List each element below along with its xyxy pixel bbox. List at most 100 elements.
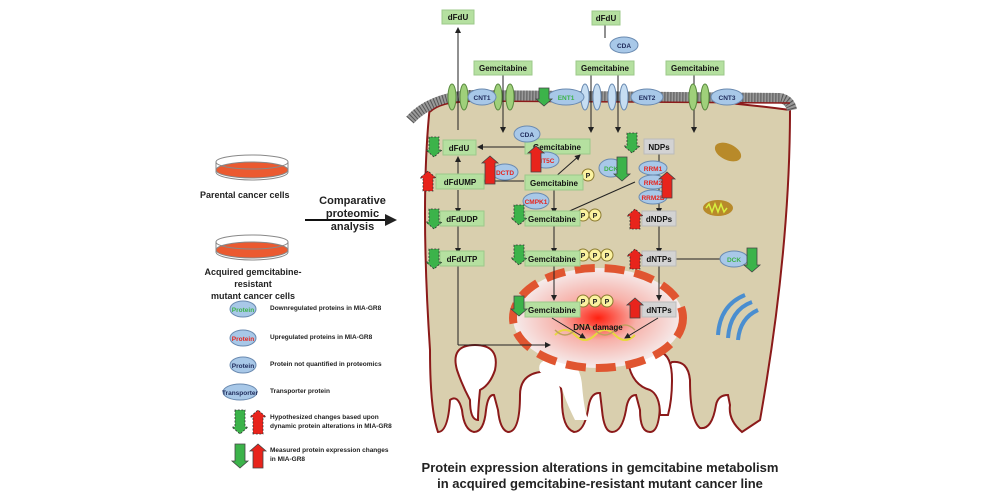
measured-line2: in MIA-GR8 [270,456,306,463]
legend-symbol-down: Protein [232,307,254,314]
comparative-label: Comparative proteomic analysis [305,195,400,234]
dndps-box: dNDPs [646,215,673,224]
enzyme-rrm2b: RRM2B [641,195,664,202]
up-arrow-dfdump [418,170,438,192]
gemcitabine-mp-box: Gemcitabine [530,179,579,188]
phosphate-label: P [581,253,586,260]
down-arrow-gem-dp [509,204,529,226]
nucleus [509,264,687,372]
up-arrow-dndps [625,208,645,230]
enzyme-cda: CDA [520,132,534,139]
enzyme-cda-outside: CDA [617,43,631,50]
dna-damage-label: DNA damage [573,323,623,332]
dfdudp-box: dFdUDP [446,215,478,224]
comparative-line2: proteomic analysis [325,208,380,233]
parental-dish [215,154,289,181]
dfdu-box: dFdU [449,144,470,153]
ndps-box: NDPs [648,143,670,152]
gemcitabine-dp-box: Gemcitabine [528,215,577,224]
gemcitabine-box: Gemcitabine [533,143,582,152]
legend-text-up: Upregulated proteins in MIA-GR8 [270,334,373,341]
legend-symbol-nq: Protein [232,363,254,370]
up-arrow-dntps [625,248,645,270]
enzyme-dck-inhibited: DCK [727,257,741,264]
enzyme-dck: DCK [604,166,618,173]
down-arrow-dfdu [424,136,444,158]
legend-symbol-transporter: Transporter [222,390,259,397]
legend-hypothesized-up [248,409,268,435]
dfdutp-box: dFdUTP [447,255,478,264]
phosphate-label: P [581,213,586,220]
legend-text-measured: Measured protein expression changes in M… [270,446,388,464]
legend-text-nq: Protein not quantified in proteomics [270,361,382,368]
cell-body [424,95,792,434]
phosphate-label: P [605,253,610,260]
hypothesized-line1: Hypothesized changes based upon [270,414,379,421]
transporter-cnt3: CNT3 [719,95,736,102]
outside-gemcitabine-1: Gemcitabine [479,64,528,73]
mitochondria [703,142,742,216]
down-arrow-gem-top [622,132,642,154]
protein-shapes [467,36,749,268]
outside-dfdu-left: dFdU [448,13,469,22]
dfdump-box: dFdUMP [444,178,477,187]
transporter-ent1: ENT1 [558,95,575,102]
figure-title: Protein expression alterations in gemcit… [380,460,820,492]
title-line1: Protein expression alterations in gemcit… [421,460,779,475]
enzyme-cmpk1: CMPK1 [525,199,548,206]
legend-symbol-up: Protein [232,336,254,343]
dntps-box: dNTPs [646,255,672,264]
comparative-line1: Comparative [319,195,386,207]
legend-text-down: Downregulated proteins in MIA-GR8 [270,305,382,312]
up-arrow-dctd [480,155,500,185]
down-arrow-gem-nucleus [509,295,529,317]
enzyme-rrm2: RRM2 [644,180,663,187]
phosphate-label: P [581,299,586,306]
resistant-label: Acquired gemcitabine-resistant mutant ca… [188,266,318,302]
legend-symbols [222,300,258,401]
transporter-ent2: ENT2 [639,95,656,102]
enzyme-rrm1: RRM1 [644,166,663,173]
phosphate-label: P [593,299,598,306]
measured-line1: Measured protein expression changes [270,447,389,454]
gemcitabine-nucleus-box: Gemcitabine [528,306,577,315]
legend-text-hypothesized: Hypothesized changes based upon dynamic … [270,413,392,431]
legend-measured-down [230,443,250,469]
down-arrow-dfdudp [424,208,444,230]
outside-gemcitabine-3: Gemcitabine [671,64,720,73]
phosphate-label: P [593,253,598,260]
ent-channels [580,83,629,111]
expression-arrows [230,87,762,469]
nucleotide-boxes [641,138,677,318]
up-arrow-nt5c [526,145,546,173]
resistant-label-line1: Acquired gemcitabine-resistant [204,267,302,289]
legend-text-transporter: Transporter protein [270,388,330,395]
outside-dfdu-right: dFdU [596,14,617,23]
phosphate-label: P [605,299,610,306]
up-arrow-dntps-nucleus [625,297,645,319]
phosphate-groups [576,168,614,308]
golgi-apparatus [716,293,759,341]
legend-measured-up [248,443,268,469]
title-line2: in acquired gemcitabine-resistant mutant… [437,476,763,491]
outside-gemcitabine-2: Gemcitabine [581,64,630,73]
hypothesized-line2: dynamic protein alterations in MIA-GR8 [270,423,392,430]
resistant-dish [215,234,289,261]
down-arrow-dck [612,156,632,182]
legend-hypothesized-down [230,409,250,435]
enzyme-dctd: DCTD [496,170,514,177]
down-arrow-ent1 [534,87,554,107]
down-arrow-dfdutp [424,248,444,270]
down-arrow-gem-tp [509,244,529,266]
down-arrow-dck-inhibited [742,247,762,273]
resistant-label-line2: mutant cancer cells [210,291,296,301]
transporter-cnt1: CNT1 [474,95,491,102]
gemcitabine-tp-box: Gemcitabine [528,255,577,264]
pathway-arrows [455,19,742,348]
phosphate-label: P [586,173,591,180]
phosphate-label: P [593,213,598,220]
up-arrow-rrm [657,171,677,199]
dntps-nucleus-box: dNTPs [646,306,672,315]
